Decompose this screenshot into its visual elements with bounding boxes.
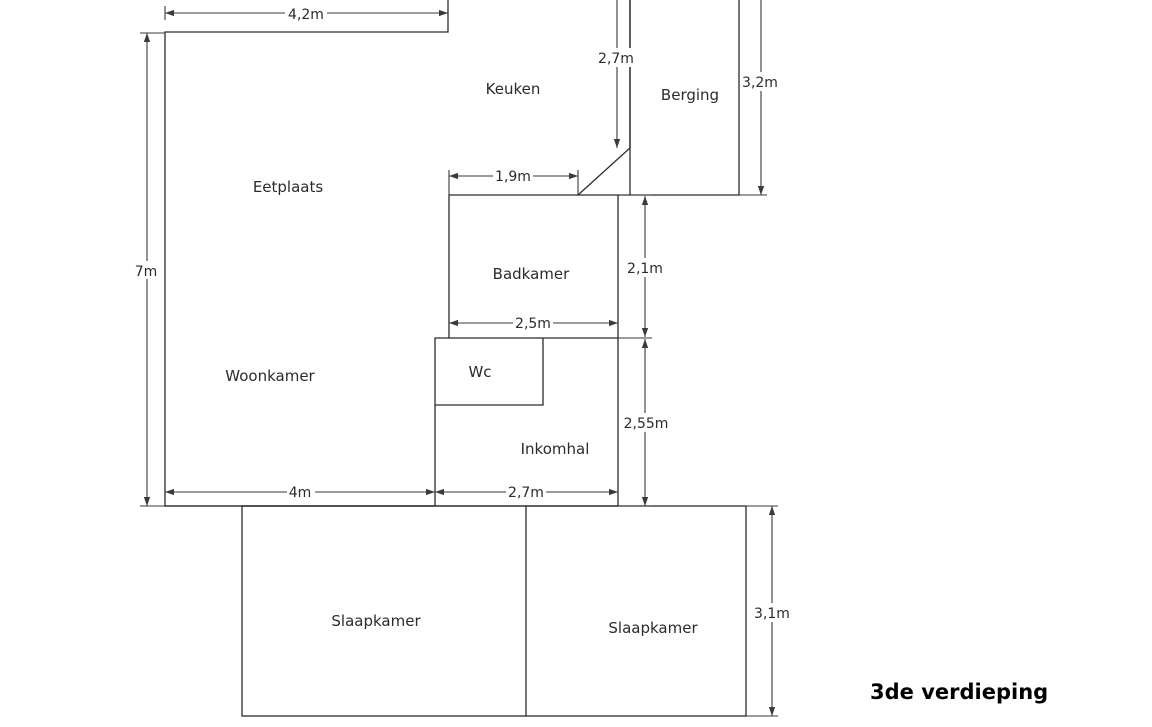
dim-hall-width-label: 2,7m: [508, 485, 544, 501]
berging-wall: [629, 0, 740, 196]
dimension-labels: 4,2m 7m 2,7m 3,2m 1,9m 2,1m 2,5m 2,55m 4…: [133, 4, 792, 622]
dim-top-width-label: 4,2m: [288, 7, 324, 23]
room-label-woonkamer: Woonkamer: [225, 367, 315, 385]
walls: [164, 0, 747, 717]
dim-berging-height-label: 3,2m: [742, 75, 778, 91]
room-label-badkamer: Badkamer: [493, 265, 570, 283]
dim-kitchen-passage-label: 1,9m: [495, 169, 531, 185]
room-label-eetplaats: Eetplaats: [253, 178, 324, 196]
wc-wall: [435, 338, 544, 406]
room-label-berging: Berging: [661, 86, 719, 104]
floor-title: 3de verdieping: [870, 680, 1049, 704]
dim-living-height-label: 7m: [135, 264, 158, 280]
dimension-lines: [140, 0, 778, 717]
room-labels: Keuken Berging Eetplaats Badkamer Woonka…: [225, 80, 719, 637]
dim-hall-height-label: 2,55m: [624, 416, 669, 432]
main-outline-wall: [164, 0, 631, 507]
room-label-keuken: Keuken: [486, 80, 541, 98]
room-label-slaapkamer-1: Slaapkamer: [331, 612, 421, 630]
dim-living-width-label: 4m: [289, 485, 312, 501]
dim-kitchen-depth-label: 2,7m: [598, 51, 634, 67]
dim-bathroom-width-label: 2,5m: [515, 316, 551, 332]
dim-bedroom-height-label: 3,1m: [754, 606, 790, 622]
room-label-slaapkamer-2: Slaapkamer: [608, 619, 698, 637]
bedroom-block-wall: [241, 505, 747, 717]
dim-bathroom-height-label: 2,1m: [627, 261, 663, 277]
room-label-wc: Wc: [468, 363, 491, 381]
room-label-inkomhal: Inkomhal: [521, 440, 590, 458]
